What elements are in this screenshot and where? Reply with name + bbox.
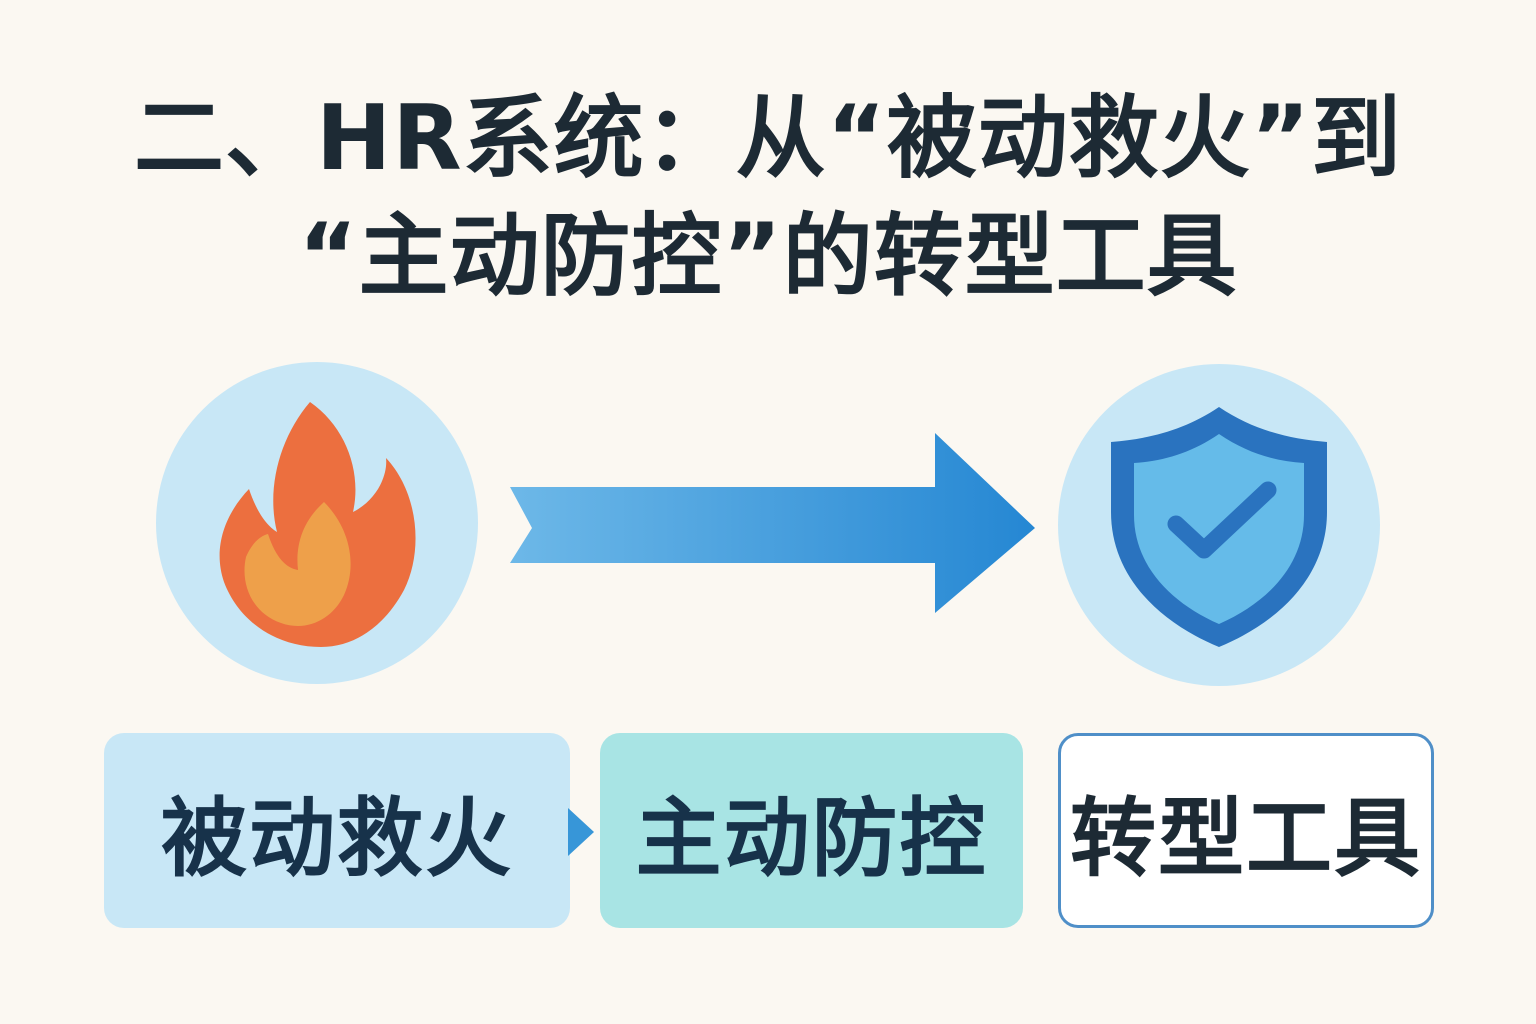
- stage-1-label: 被动救火: [161, 789, 513, 889]
- title-line-1: 二、HR系统：从“被动救火”到: [134, 86, 1402, 191]
- fire-circle: [156, 362, 478, 684]
- transition-arrow-shape: [510, 433, 1035, 613]
- fire-icon: [219, 402, 416, 647]
- stage-transformation-tool: 转型工具: [1058, 733, 1434, 928]
- shield-circle: [1058, 364, 1380, 686]
- stage-connector-shape: [568, 808, 594, 856]
- stage-passive-firefighting: 被动救火: [104, 733, 570, 928]
- title-line-2: “主动防控”的转型工具: [298, 204, 1238, 309]
- stage-connector-arrow: [568, 808, 594, 856]
- stage-active-prevention: 主动防控: [600, 733, 1023, 928]
- page-title: 二、HR系统：从“被动救火”到 “主动防控”的转型工具: [60, 80, 1476, 316]
- stage-3-label: 转型工具: [1070, 789, 1422, 889]
- fire-inner-flame: [244, 502, 351, 626]
- transition-arrow: [510, 433, 1035, 613]
- check-mark: [1167, 481, 1277, 559]
- shield-check-icon: [1111, 407, 1327, 647]
- stage-2-label: 主动防控: [635, 789, 988, 889]
